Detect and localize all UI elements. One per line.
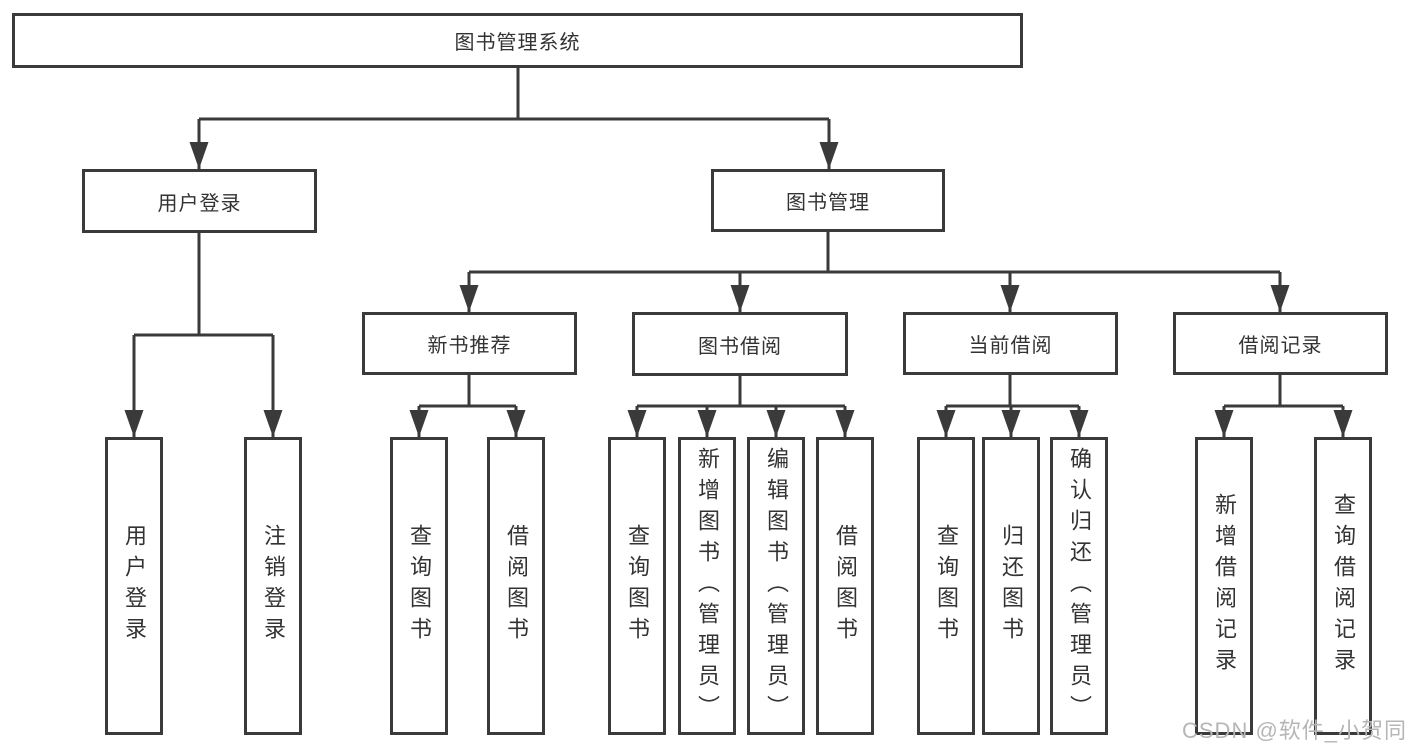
edge-book-management-to-level3 bbox=[459, 232, 1290, 312]
leaf-query-books-current-label: 查询图书 bbox=[934, 524, 959, 648]
edge-current-borrow-to-leaves bbox=[936, 375, 1089, 437]
leaf-query-borrow-record-label: 查询借阅记录 bbox=[1331, 493, 1356, 679]
node-borrow-records: 借阅记录 bbox=[1173, 312, 1388, 375]
leaf-add-book-admin: 新增图书（管理员） bbox=[678, 437, 736, 735]
edge-borrow-records-to-leaves bbox=[1214, 375, 1353, 437]
node-root: 图书管理系统 bbox=[12, 13, 1023, 68]
leaf-return-book: 归还图书 bbox=[982, 437, 1040, 735]
leaf-borrow-books-recommend-label: 借阅图书 bbox=[504, 524, 529, 648]
leaf-confirm-return-admin-label: 确认归还（管理员） bbox=[1067, 446, 1092, 726]
node-current-borrow-label: 当前借阅 bbox=[968, 335, 1053, 357]
edge-user-login-to-leaves bbox=[124, 233, 283, 437]
leaf-borrow-books: 借阅图书 bbox=[816, 437, 874, 735]
leaf-user-login: 用户登录 bbox=[105, 437, 163, 735]
node-book-borrow-label: 图书借阅 bbox=[698, 335, 782, 358]
leaf-add-borrow-record-label: 新增借阅记录 bbox=[1212, 493, 1237, 679]
leaf-query-borrow-record: 查询借阅记录 bbox=[1314, 437, 1372, 735]
leaf-borrow-books-recommend: 借阅图书 bbox=[487, 437, 545, 735]
node-user-login-branch: 用户登录 bbox=[82, 169, 317, 233]
leaf-user-login-label: 用户登录 bbox=[122, 524, 147, 648]
leaf-edit-book-admin-label: 编辑图书（管理员） bbox=[764, 446, 789, 726]
node-new-book-recommend-label: 新书推荐 bbox=[427, 335, 512, 357]
node-current-borrow: 当前借阅 bbox=[903, 312, 1118, 375]
node-book-management: 图书管理 bbox=[711, 169, 945, 232]
leaf-query-books-recommend-label: 查询图书 bbox=[407, 524, 432, 648]
csdn-watermark: CSDN @软件_小贺同学 bbox=[1182, 718, 1405, 743]
edge-book-borrow-to-leaves bbox=[627, 375, 855, 437]
edge-new-book-recommend-to-leaves bbox=[409, 375, 526, 437]
leaf-edit-book-admin: 编辑图书（管理员） bbox=[747, 437, 805, 735]
leaf-logout: 注销登录 bbox=[244, 437, 302, 735]
leaf-query-books-current: 查询图书 bbox=[917, 437, 975, 735]
leaf-return-book-label: 归还图书 bbox=[999, 524, 1024, 648]
leaf-add-borrow-record: 新增借阅记录 bbox=[1195, 437, 1253, 735]
leaf-query-books-recommend: 查询图书 bbox=[390, 437, 448, 735]
leaf-add-book-admin-label: 新增图书（管理员） bbox=[695, 446, 720, 726]
node-new-book-recommend: 新书推荐 bbox=[362, 312, 577, 375]
leaf-query-books-borrow: 查询图书 bbox=[608, 437, 666, 735]
edge-root-to-level2 bbox=[189, 68, 839, 169]
node-user-login-branch-label: 用户登录 bbox=[157, 192, 242, 215]
leaf-query-books-borrow-label: 查询图书 bbox=[625, 524, 650, 648]
node-root-label: 图书管理系统 bbox=[454, 32, 581, 54]
node-book-borrow: 图书借阅 bbox=[632, 312, 848, 376]
leaf-logout-label: 注销登录 bbox=[261, 524, 286, 648]
node-book-management-label: 图书管理 bbox=[786, 192, 870, 214]
leaf-borrow-books-label: 借阅图书 bbox=[833, 524, 858, 648]
leaf-confirm-return-admin: 确认归还（管理员） bbox=[1050, 437, 1108, 735]
node-borrow-records-label: 借阅记录 bbox=[1238, 335, 1323, 357]
